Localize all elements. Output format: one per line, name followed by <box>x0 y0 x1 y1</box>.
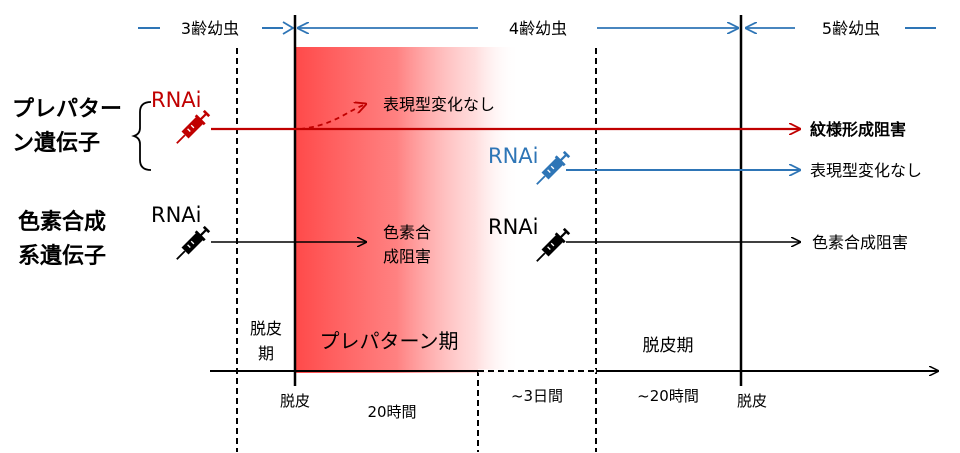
period-molt-early-line1: 脱皮 <box>250 319 282 338</box>
outcome-no-change-early: 表現型変化なし <box>383 95 495 114</box>
stage-label-instar3: 3齢幼虫 <box>181 19 239 38</box>
group-label-prepattern-line1: プレパター <box>12 97 122 122</box>
rnai-label-prepattern-early: RNAi <box>151 88 202 112</box>
rnai-label-pigment-early: RNAi <box>151 203 202 227</box>
time-label-ecdysis-2: 脱皮 <box>737 392 767 410</box>
stage-label-instar4: 4齢幼虫 <box>509 19 567 38</box>
stage-label-instar5: 5齢幼虫 <box>822 19 880 38</box>
outcome-pattern-inhibition: 紋様形成阻害 <box>810 120 906 139</box>
group-label-pigment-line2: 系遺伝子 <box>18 244 106 269</box>
period-prepattern: プレパターン期 <box>320 329 459 353</box>
time-label-20-hours-b: ~20時間 <box>637 387 699 405</box>
syringe-icon <box>175 109 211 145</box>
prepattern-period-band <box>296 47 520 373</box>
time-label-ecdysis-1: 脱皮 <box>280 392 310 410</box>
group-label-prepattern-line2: ン遺伝子 <box>12 131 100 156</box>
syringe-icon <box>535 150 571 186</box>
outcome-pigment-inhibition-late: 色素合成阻害 <box>812 233 908 252</box>
outcome-no-change-late: 表現型変化なし <box>810 161 922 180</box>
outcome-pigment-inhibition-early-line1: 色素合 <box>383 223 431 242</box>
arrow-no-change-early <box>299 104 366 130</box>
time-label-20-hours: 20時間 <box>367 403 416 421</box>
group-label-pigment-line1: 色素合成 <box>18 209 106 235</box>
outcome-pigment-inhibition-early-line2: 成阻害 <box>383 247 431 266</box>
period-molt-early-line2: 期 <box>258 344 274 363</box>
ecdysis-1-stage-arrowhead <box>282 21 295 35</box>
time-label-3-days: ~3日間 <box>511 387 563 405</box>
rnai-label-pigment-late: RNAi <box>488 215 539 239</box>
rnai-label-prepattern-late: RNAi <box>488 144 539 168</box>
period-molt-late: 脱皮期 <box>643 336 694 356</box>
syringe-icon <box>175 225 211 261</box>
syringe-icon <box>535 227 571 263</box>
group-bracket <box>131 101 152 171</box>
